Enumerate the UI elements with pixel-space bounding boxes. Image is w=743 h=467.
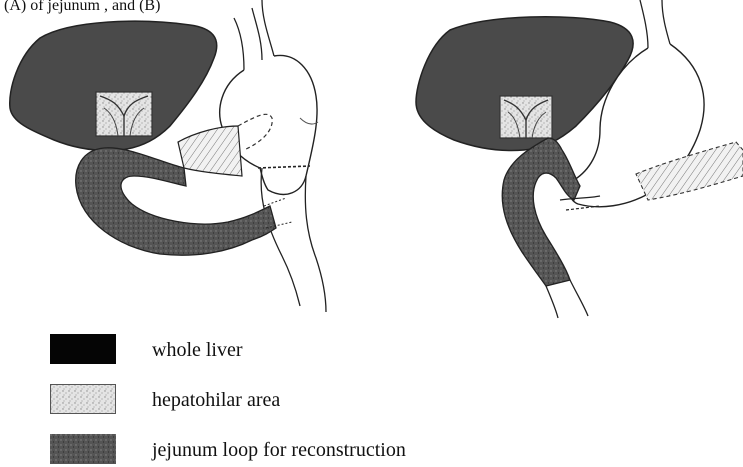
legend-label: jejunum loop for reconstruction xyxy=(152,438,406,462)
light-stipple-swatch-icon xyxy=(50,384,116,414)
legend-label: whole liver xyxy=(152,338,243,362)
legend-label: hepatohilar area xyxy=(152,388,280,412)
jejunum-loop-a xyxy=(76,148,276,255)
hepatohilar-a xyxy=(96,92,152,136)
dark-stipple-swatch-icon xyxy=(50,434,116,464)
hepatohilar-b xyxy=(500,96,552,138)
panel-b xyxy=(416,0,743,318)
legend-item-hepatohilar: hepatohilar area xyxy=(50,384,650,414)
panel-a xyxy=(10,0,326,312)
anastomosis-a xyxy=(178,126,242,176)
jejunum-loop-b xyxy=(502,138,580,286)
header-caption: (A) of jejunum , and (B) xyxy=(4,0,160,14)
solid-black-swatch-icon xyxy=(50,334,116,364)
legend-item-whole-liver: whole liver xyxy=(50,334,650,364)
legend-item-jejunum-loop: jejunum loop for reconstruction xyxy=(50,434,650,464)
